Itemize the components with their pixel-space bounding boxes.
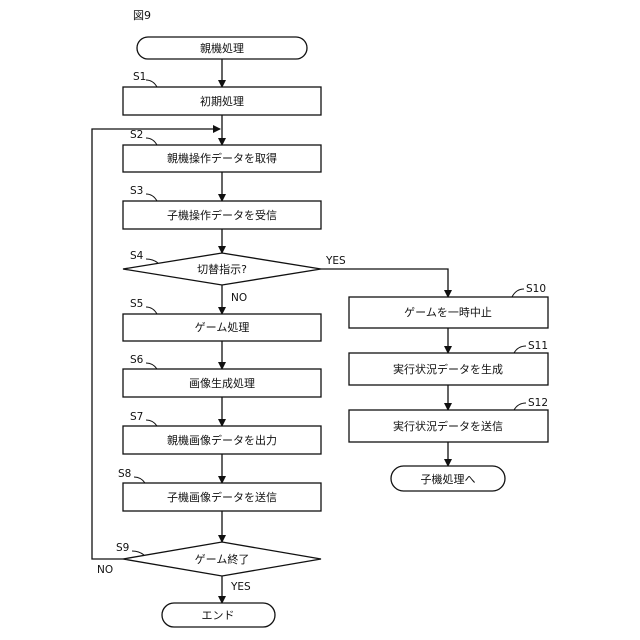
- step-s3-id: S3: [130, 185, 143, 197]
- start-terminal-label: 親機処理: [200, 41, 244, 55]
- step-s9-label: ゲーム終了: [195, 552, 250, 566]
- step-s10-id: S10: [526, 283, 546, 295]
- step-s5-label: ゲーム処理: [195, 321, 250, 334]
- s9-yes-label: YES: [230, 581, 251, 593]
- step-s11-id: S11: [528, 340, 548, 352]
- step-s3-label: 子機操作データを受信: [167, 208, 277, 222]
- step-s8-label: 子機画像データを送信: [167, 490, 277, 504]
- end-terminal-label: エンド: [202, 609, 235, 622]
- step-s5-id: S5: [130, 298, 143, 310]
- step-s4-id: S4: [130, 250, 144, 262]
- step-s11-label: 実行状況データを生成: [393, 362, 503, 376]
- step-s8-leader: [134, 477, 145, 483]
- child-process-terminal-label: 子機処理へ: [421, 472, 476, 486]
- step-s5-leader: [146, 307, 157, 314]
- step-s6-id: S6: [130, 354, 144, 366]
- step-s7-label: 親機画像データを出力: [167, 433, 277, 447]
- step-s9-leader: [132, 551, 144, 555]
- step-s12-id: S12: [528, 397, 548, 409]
- step-s6-label: 画像生成処理: [189, 376, 255, 390]
- step-s8-id: S8: [118, 468, 131, 480]
- step-s12-leader: [514, 403, 526, 410]
- step-s3-leader: [146, 194, 157, 201]
- step-s1-leader: [146, 80, 157, 87]
- step-s1-id: S1: [133, 71, 146, 83]
- step-s6-leader: [146, 363, 157, 369]
- step-s12-label: 実行状況データを送信: [393, 419, 503, 433]
- step-s7-id: S7: [130, 411, 143, 423]
- s4-yes-label: YES: [325, 255, 346, 267]
- step-s4-label: 切替指示?: [197, 262, 247, 276]
- step-s2-label: 親機操作データを取得: [167, 151, 277, 165]
- step-s9-id: S9: [116, 542, 129, 554]
- s4-no-label: NO: [231, 292, 247, 304]
- s9-no-label: NO: [97, 564, 113, 576]
- step-s2-id: S2: [130, 129, 143, 141]
- step-s1-label: 初期処理: [200, 94, 244, 108]
- step-s7-leader: [146, 420, 157, 426]
- arrow-s4-s10: [321, 269, 448, 297]
- step-s2-leader: [146, 138, 157, 145]
- step-s10-label: ゲームを一時中止: [404, 306, 492, 319]
- step-s4-leader: [146, 259, 158, 263]
- figure-label: 図9: [133, 9, 151, 22]
- step-s11-leader: [514, 346, 526, 353]
- step-s10-leader: [512, 289, 524, 297]
